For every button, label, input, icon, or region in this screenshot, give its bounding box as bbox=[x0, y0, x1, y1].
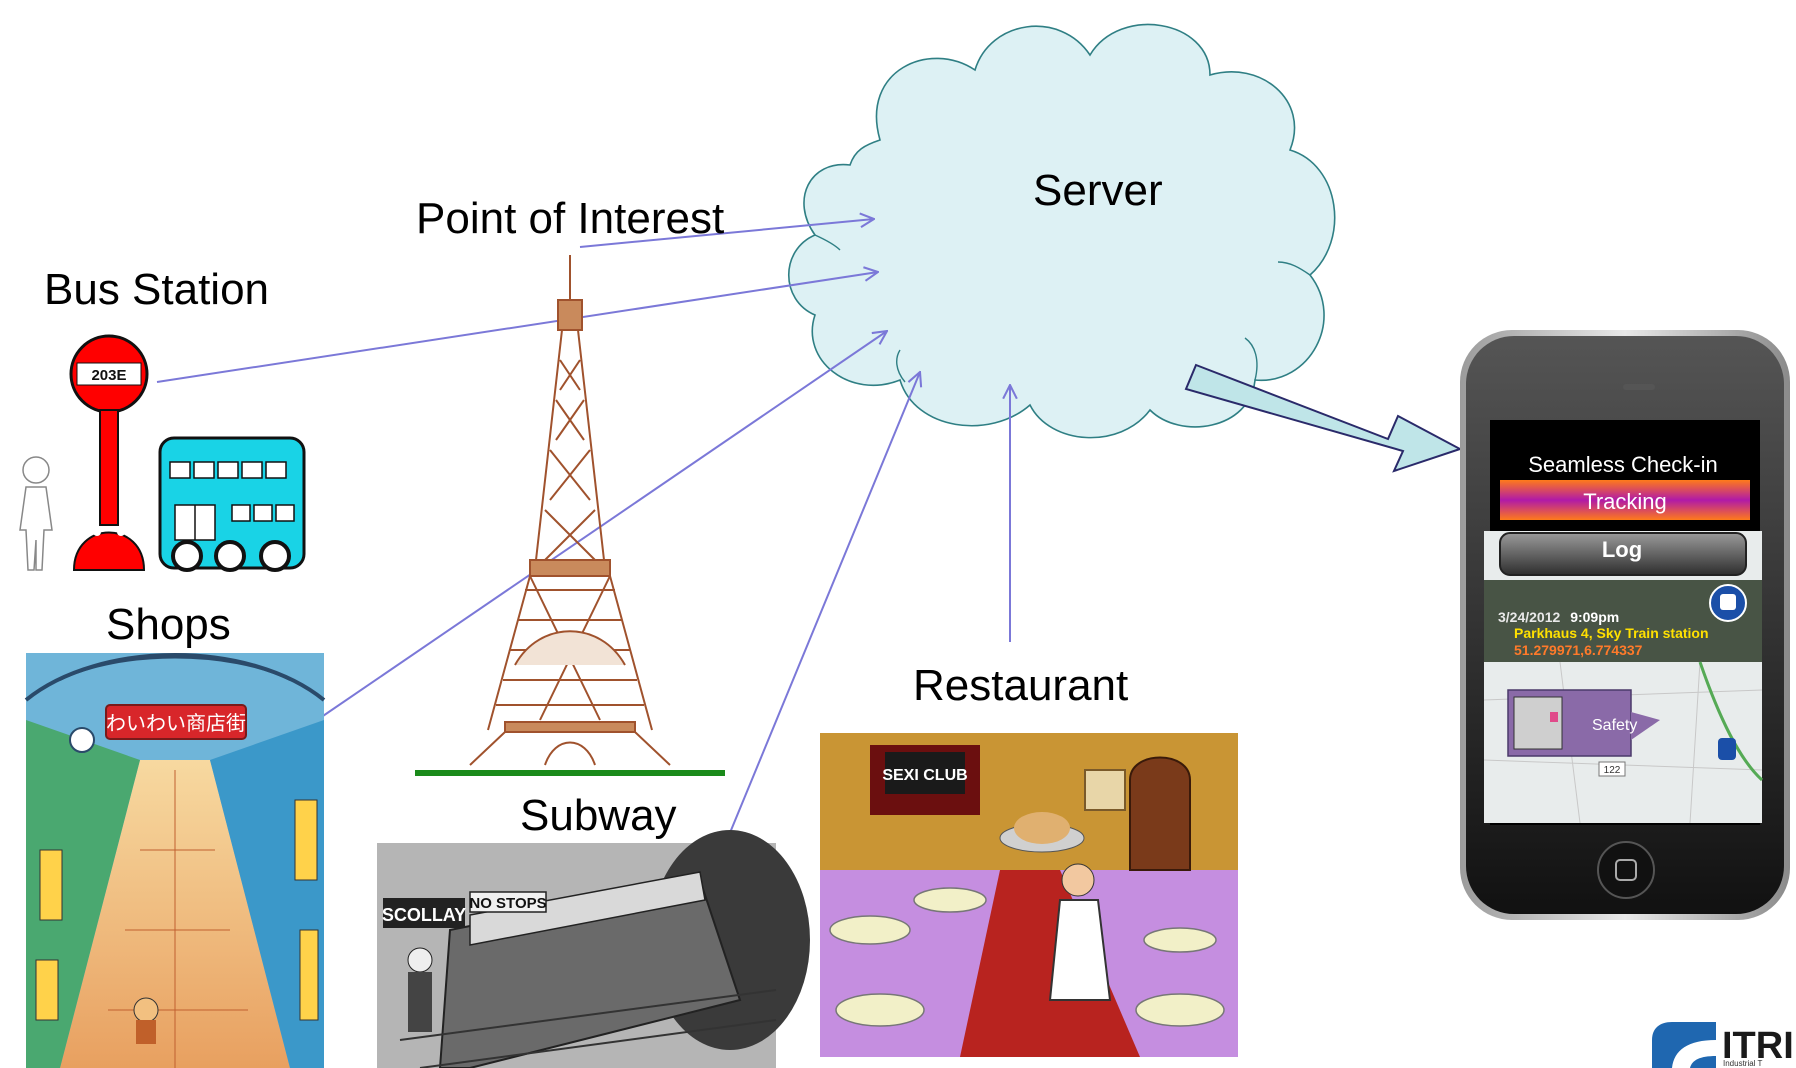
subway-picture: NO STOPS SCOLLAY bbox=[377, 830, 810, 1068]
phone-tracking-tab[interactable]: Tracking bbox=[1583, 489, 1667, 514]
phone-time: 9:09pm bbox=[1570, 609, 1619, 625]
restaurant-sign: SEXI CLUB bbox=[882, 767, 967, 784]
poi-label: Point of Interest bbox=[416, 194, 725, 243]
bus-stop-number: 203E bbox=[91, 367, 126, 384]
phone-datetime: 3/24/2012 9:09pm bbox=[1498, 609, 1619, 625]
phone-safety-label: Safety bbox=[1592, 717, 1637, 734]
subway-station-sign: SCOLLAY bbox=[382, 905, 466, 925]
bus-icon bbox=[158, 436, 306, 572]
server-to-phone-arrow bbox=[1184, 363, 1463, 473]
map-road-number: 122 bbox=[1604, 765, 1621, 776]
phone-title: Seamless Check-in bbox=[1528, 452, 1718, 477]
arrow-shops bbox=[319, 331, 887, 719]
phone-date: 3/24/2012 bbox=[1498, 609, 1560, 625]
arrow-poi-1 bbox=[579, 219, 874, 248]
eiffel-tower-icon bbox=[469, 255, 671, 766]
itri-logo-name: ITRI bbox=[1722, 1025, 1794, 1067]
phone-log-button[interactable]: Log bbox=[1602, 537, 1642, 562]
phone-place: Parkhaus 4, Sky Train station bbox=[1514, 625, 1709, 641]
arrow-subway bbox=[726, 372, 920, 841]
shops-picture: わいわい商店街 bbox=[24, 653, 326, 1068]
smartphone: 122 bbox=[1460, 330, 1790, 920]
phone-coords: 51.279971,6.774337 bbox=[1514, 642, 1643, 658]
restaurant-picture: SEXI CLUB bbox=[820, 733, 1238, 1057]
server-cloud bbox=[787, 23, 1336, 439]
itri-logo-sub: Industrial T bbox=[1723, 1059, 1763, 1068]
subway-train-sign: NO STOPS bbox=[469, 895, 546, 912]
bus-stop-icon: 203E bbox=[69, 334, 149, 571]
arrow-bus-station bbox=[156, 272, 878, 383]
bus-station-label: Bus Station bbox=[44, 265, 270, 314]
person-icon bbox=[19, 456, 53, 571]
itri-logo: ITRI Industrial T bbox=[1652, 1022, 1794, 1068]
server-label: Server bbox=[1033, 166, 1163, 215]
shops-label: Shops bbox=[106, 600, 231, 649]
restaurant-label: Restaurant bbox=[913, 661, 1129, 710]
subway-label: Subway bbox=[520, 791, 677, 840]
shops-sign: わいわい商店街 bbox=[106, 711, 246, 735]
